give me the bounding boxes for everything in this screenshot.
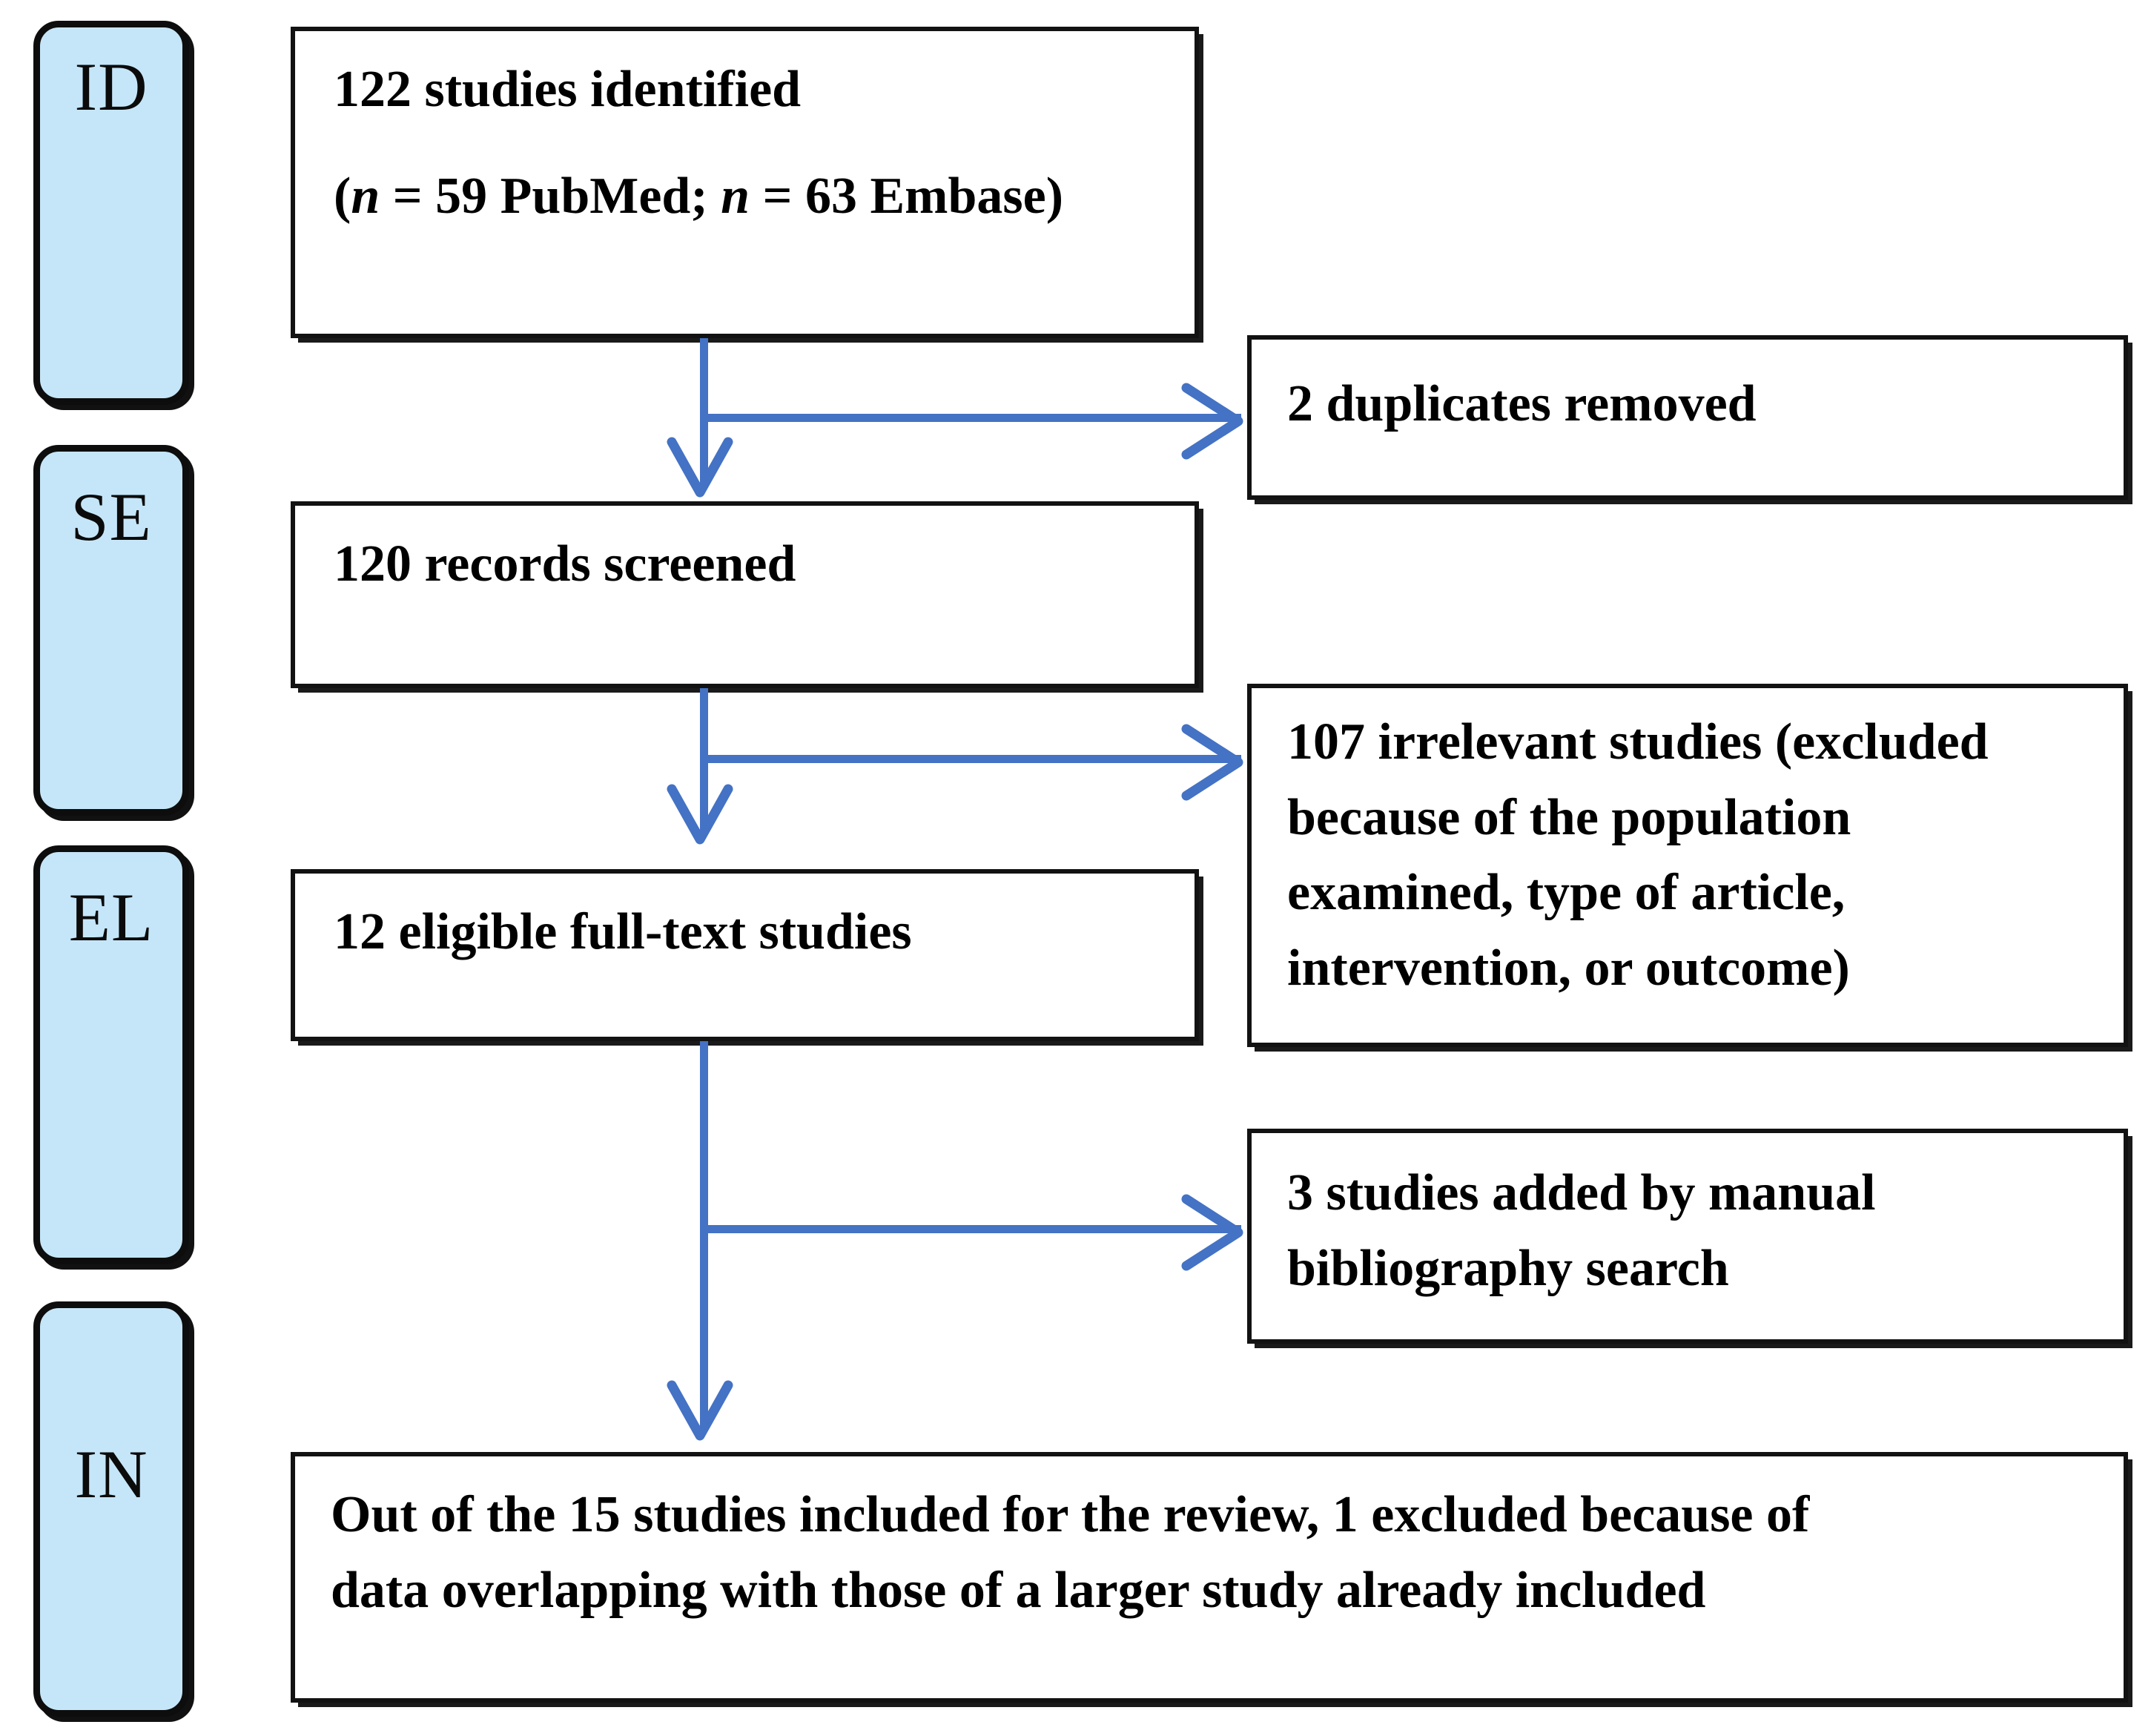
- box-irrelevant-excluded-text: 107 irrelevant studies (excluded because…: [1287, 713, 1989, 997]
- box-included-final: Out of the 15 studies included for the r…: [291, 1452, 2128, 1703]
- pubmed-count: = 59 PubMed;: [380, 168, 721, 225]
- stage-pill-identification-label: ID: [74, 49, 148, 125]
- box-studies-identified-line2: (n = 59 PubMed; n = 63 Embase): [334, 159, 1063, 234]
- stage-pill-screening: SE: [33, 445, 189, 816]
- paren-open: (: [334, 168, 351, 225]
- box-included-final-text: Out of the 15 studies included for the r…: [331, 1486, 1810, 1619]
- box-manual-added: 3 studies added by manual bibliography s…: [1247, 1129, 2128, 1344]
- connector-identified-to-screened: [700, 338, 708, 486]
- box-irrelevant-excluded: 107 irrelevant studies (excluded because…: [1247, 684, 2128, 1047]
- connector-eligible-to-final: [700, 1041, 708, 1427]
- arrowhead-right-to-irrelevant: [1181, 724, 1243, 801]
- box-eligible-fulltext: 12 eligible full-text studies: [291, 869, 1199, 1041]
- n-symbol-pubmed: n: [351, 168, 380, 225]
- stage-pill-eligibility-label: EL: [68, 879, 154, 955]
- connector-identified-to-duplicates: [700, 414, 1241, 422]
- stage-pill-included-label: IN: [74, 1436, 148, 1512]
- embase-count: = 63 Embase): [750, 168, 1064, 225]
- stage-pill-identification: ID: [33, 21, 189, 405]
- stage-pill-screening-label: SE: [70, 479, 152, 555]
- stage-pill-included: IN: [33, 1301, 189, 1717]
- arrowhead-down-to-screened: [667, 437, 733, 498]
- box-duplicates-removed-text: 2 duplicates removed: [1287, 375, 1757, 432]
- stage-pill-eligibility: EL: [33, 845, 189, 1264]
- box-records-screened: 120 records screened: [291, 501, 1199, 688]
- arrowhead-down-to-eligible: [667, 784, 733, 845]
- connector-screened-to-irrelevant: [700, 755, 1241, 763]
- box-studies-identified: 122 studies identified (n = 59 PubMed; n…: [291, 27, 1199, 338]
- box-manual-added-text: 3 studies added by manual bibliography s…: [1287, 1164, 1876, 1297]
- box-records-screened-text: 120 records screened: [334, 535, 796, 593]
- box-duplicates-removed: 2 duplicates removed: [1247, 335, 2128, 500]
- box-studies-identified-line1: 122 studies identified: [334, 61, 802, 118]
- box-eligible-fulltext-text: 12 eligible full-text studies: [334, 903, 912, 960]
- arrowhead-down-to-final: [667, 1380, 733, 1441]
- connector-eligible-to-manual: [700, 1225, 1241, 1233]
- arrowhead-right-to-manual: [1181, 1194, 1243, 1271]
- n-symbol-embase: n: [721, 168, 750, 225]
- arrowhead-right-to-duplicates: [1181, 383, 1243, 460]
